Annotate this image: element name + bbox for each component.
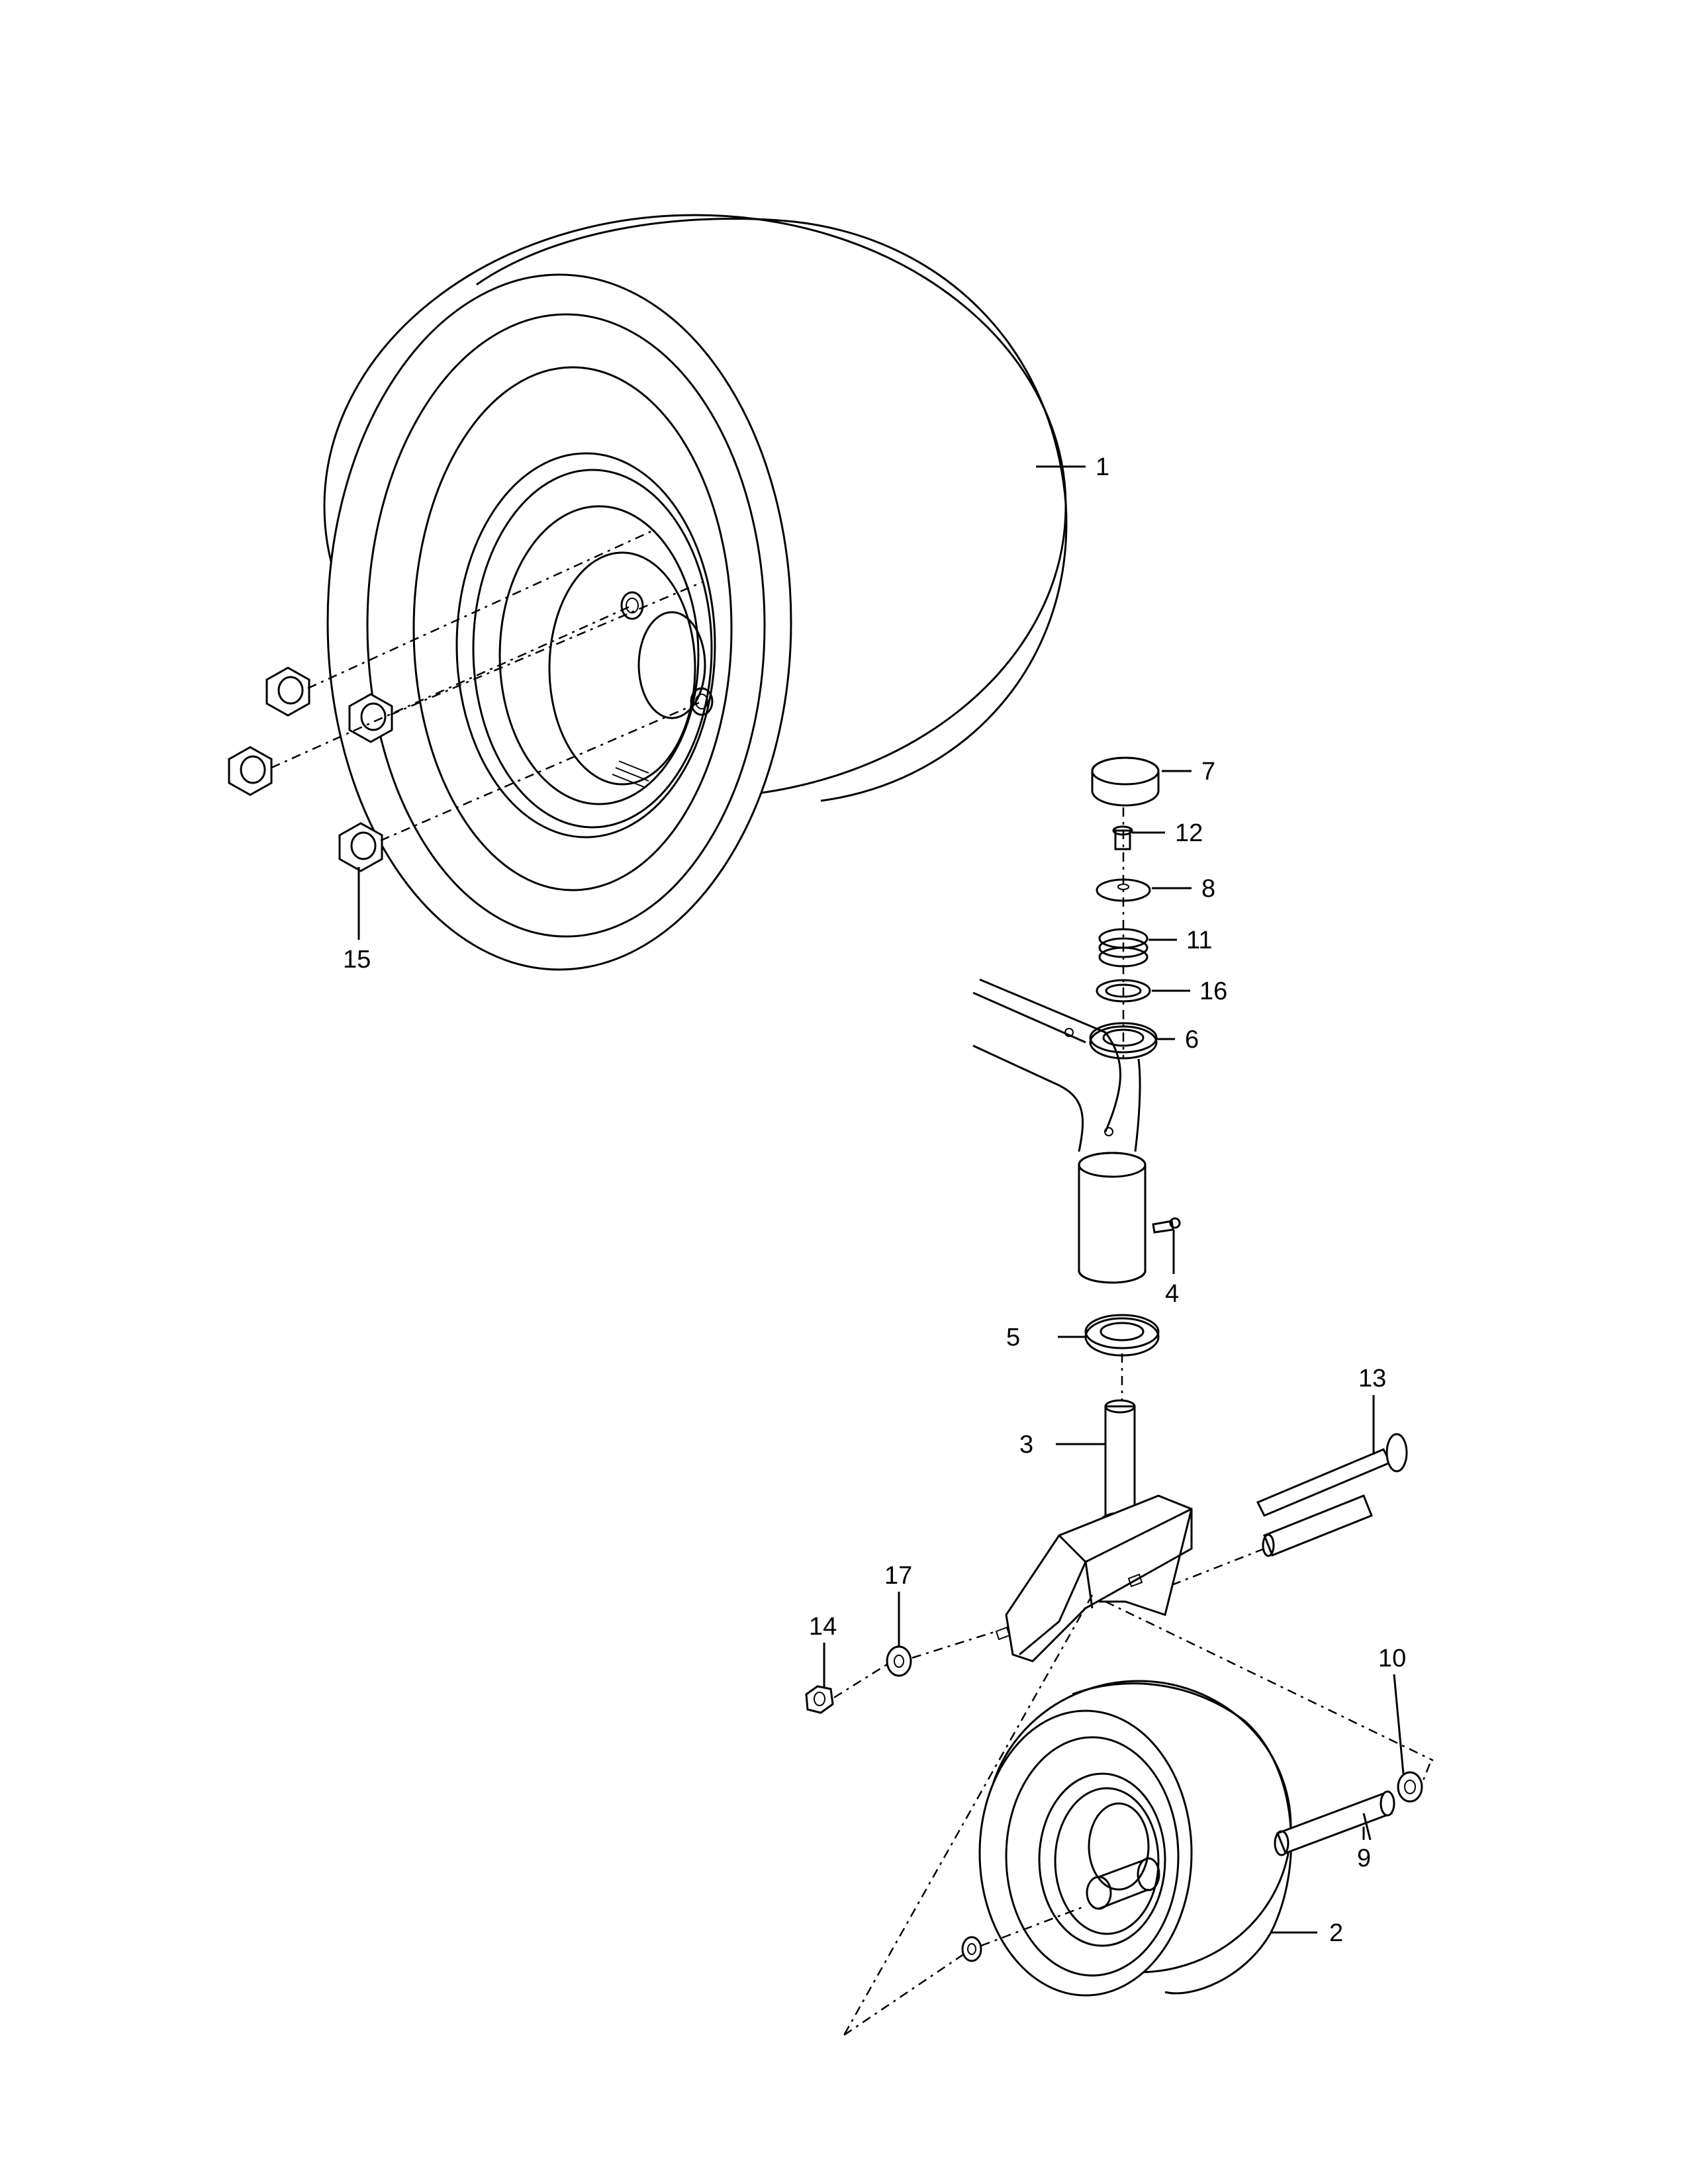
caster-wheel-part-2 [978, 1680, 1293, 1997]
axle-bolt-part-13 [1256, 1433, 1408, 1517]
axle-tube-part-9 [1274, 1790, 1395, 1856]
spacer-tube [1262, 1494, 1373, 1557]
callout-5: 5 [1006, 1324, 1020, 1351]
callout-7: 7 [1201, 758, 1215, 786]
callout-4: 4 [1165, 1280, 1179, 1308]
callout-10: 10 [1378, 1645, 1406, 1672]
bearing-part-5 [1084, 1314, 1160, 1357]
callout-11: 11 [1186, 927, 1212, 954]
callout-16: 16 [1199, 978, 1227, 1005]
callout-3: 3 [1019, 1431, 1033, 1459]
callout-1: 1 [1096, 453, 1109, 481]
callout-labels: 1 2 3 4 5 6 7 8 9 10 11 12 13 14 15 16 1… [343, 453, 1406, 1947]
rear-wheel-part-1 [323, 214, 1068, 971]
callout-9: 9 [1357, 1844, 1371, 1872]
callout-13: 13 [1358, 1365, 1386, 1392]
callout-15: 15 [343, 946, 371, 974]
frame-arm [972, 978, 1141, 1152]
callout-12: 12 [1175, 819, 1203, 847]
callout-2: 2 [1329, 1919, 1343, 1947]
callout-6: 6 [1185, 1026, 1199, 1054]
callout-14: 14 [809, 1613, 837, 1641]
leader-lines [357, 465, 1405, 1934]
caster-yoke-part-3 [995, 1399, 1193, 1662]
axle-washer-left [961, 1936, 982, 1962]
lug-nuts-part-15 [228, 666, 393, 872]
callout-17: 17 [884, 1562, 912, 1590]
dust-cap-part-7 [1091, 756, 1160, 807]
nut-part-14 [805, 1685, 834, 1714]
grease-fitting-part-4 [1152, 1217, 1181, 1234]
washer-part-17 [886, 1645, 912, 1677]
washer-part-10 [1397, 1771, 1423, 1803]
caster-tube [1078, 1152, 1147, 1284]
callout-8: 8 [1201, 875, 1215, 903]
